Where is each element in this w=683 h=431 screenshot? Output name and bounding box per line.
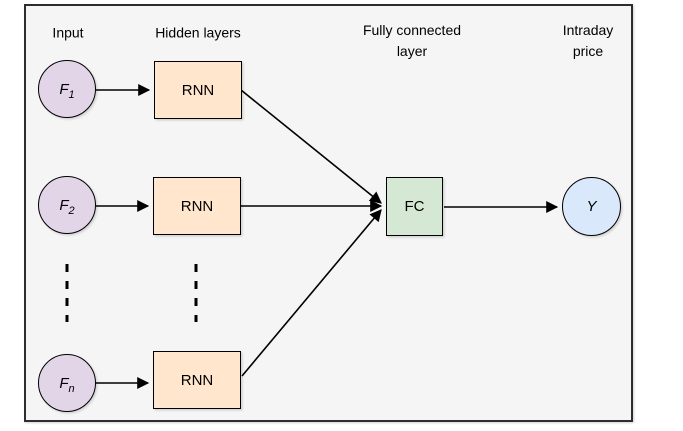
f2-symbol: F	[59, 196, 69, 214]
rnn-2-label: RNN	[180, 197, 214, 215]
hidden-node-rnn-2: RNN	[153, 177, 241, 235]
column-header-intraday-price: Intraday price	[562, 22, 614, 59]
f1-symbol: F	[59, 80, 69, 98]
fc-label: FC	[404, 198, 425, 215]
input-node-f2-label: F2	[59, 196, 75, 217]
input-node-f1: F1	[38, 60, 96, 118]
hidden-node-rnn-1: RNN	[154, 61, 242, 119]
fn-subscript: n	[68, 382, 75, 395]
arrow-rnn3-to-fc	[241, 209, 382, 377]
diagram-frame	[24, 4, 633, 422]
f2-subscript: 2	[68, 204, 75, 217]
hidden-node-rnn-3: RNN	[153, 351, 241, 409]
fully-connected-node: FC	[386, 177, 443, 236]
y-label: Y	[586, 198, 597, 215]
arrow-rnn1-to-fc	[240, 89, 382, 204]
input-node-f2: F2	[38, 176, 96, 234]
column-header-fully-connected: Fully connected layer	[362, 22, 462, 59]
column-header-input: Input	[52, 24, 84, 41]
f1-subscript: 1	[68, 88, 75, 101]
output-node-y: Y	[562, 177, 621, 236]
fn-symbol: F	[59, 374, 69, 392]
rnn-3-label: RNN	[180, 371, 214, 389]
input-node-f1-label: F1	[59, 80, 75, 101]
column-header-hidden-layers: Hidden layers	[155, 24, 241, 41]
input-node-fn-label: Fn	[59, 374, 75, 395]
input-node-fn: Fn	[38, 354, 96, 412]
rnn-1-label: RNN	[181, 81, 215, 99]
